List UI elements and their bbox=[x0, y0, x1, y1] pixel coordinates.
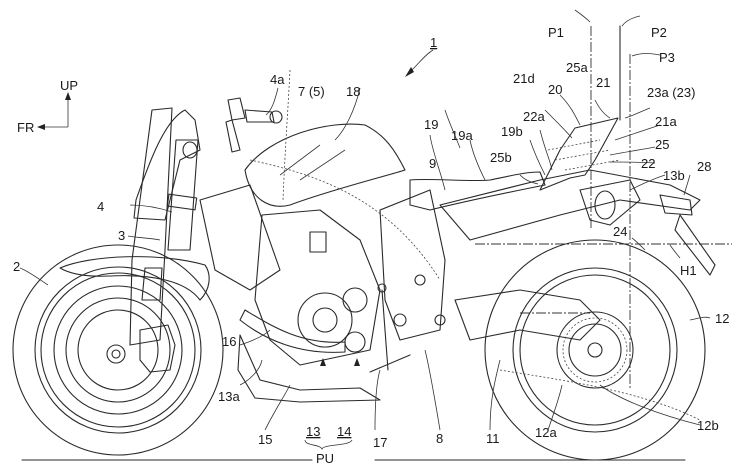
label-23a-23: 23a (23) bbox=[647, 85, 695, 100]
label-4a: 4a bbox=[270, 72, 285, 87]
pu-brace bbox=[304, 439, 353, 451]
label-h1: H1 bbox=[680, 263, 697, 278]
handlebar bbox=[225, 97, 283, 153]
tail-cowl bbox=[439, 169, 701, 241]
swingarm bbox=[454, 289, 601, 341]
front-label: FR bbox=[17, 120, 34, 135]
tail-light bbox=[659, 194, 693, 216]
label-22: 22 bbox=[641, 156, 655, 171]
license-bracket bbox=[674, 214, 716, 276]
label-21: 21 bbox=[596, 75, 610, 90]
exhaust-pipe bbox=[239, 309, 346, 353]
label-12: 12 bbox=[715, 311, 729, 326]
label-18: 18 bbox=[346, 84, 360, 99]
brake-caliper bbox=[139, 324, 176, 373]
label-13a: 13a bbox=[218, 389, 240, 404]
label-3: 3 bbox=[118, 228, 125, 243]
orientation-indicator: UP FR bbox=[17, 78, 78, 135]
engine bbox=[254, 209, 381, 366]
label-p1: P1 bbox=[548, 25, 564, 40]
label-p3: P3 bbox=[659, 50, 675, 65]
label-4: 4 bbox=[97, 199, 104, 214]
label-12b: 12b bbox=[697, 418, 719, 433]
undercowl bbox=[237, 334, 381, 403]
fuel-tank bbox=[244, 123, 406, 207]
label-8: 8 bbox=[436, 431, 443, 446]
shift-linkage bbox=[369, 289, 411, 373]
front-fender bbox=[59, 256, 210, 301]
label-12a: 12a bbox=[535, 425, 557, 440]
frame bbox=[379, 189, 446, 341]
label-19b: 19b bbox=[501, 124, 523, 139]
label-2: 2 bbox=[13, 259, 20, 274]
label-11: 11 bbox=[486, 431, 500, 446]
front-fork bbox=[129, 107, 199, 346]
grab-rail bbox=[539, 117, 619, 191]
leader-lines bbox=[19, 9, 711, 431]
rear-wheel bbox=[484, 239, 706, 461]
headlight-cowl bbox=[133, 109, 201, 221]
label-pu: PU bbox=[316, 451, 334, 466]
label-28: 28 bbox=[697, 159, 711, 174]
label-13: 13 bbox=[306, 424, 320, 439]
label-22a: 22a bbox=[523, 109, 545, 124]
label-9: 9 bbox=[429, 156, 436, 171]
label-1: 1 bbox=[430, 35, 437, 50]
label-24: 24 bbox=[613, 224, 627, 239]
label-20: 20 bbox=[548, 82, 562, 97]
label-p2: P2 bbox=[651, 25, 667, 40]
label-25: 25 bbox=[655, 137, 669, 152]
label-15: 15 bbox=[258, 432, 272, 447]
seat bbox=[409, 171, 546, 211]
label-17: 17 bbox=[373, 435, 387, 450]
up-label: UP bbox=[60, 78, 78, 93]
label-19a: 19a bbox=[451, 128, 473, 143]
label-14: 14 bbox=[337, 424, 351, 439]
radiator-shroud bbox=[199, 184, 281, 291]
label-21a: 21a bbox=[655, 114, 677, 129]
muffler bbox=[579, 179, 641, 226]
label-25b: 25b bbox=[490, 150, 512, 165]
front-wheel bbox=[12, 244, 224, 456]
label-25a: 25a bbox=[566, 60, 588, 75]
label-21d: 21d bbox=[513, 71, 535, 86]
label-7-5: 7 (5) bbox=[298, 84, 325, 99]
label-13b: 13b bbox=[663, 168, 685, 183]
label-19: 19 bbox=[424, 117, 438, 132]
label-16: 16 bbox=[222, 334, 236, 349]
